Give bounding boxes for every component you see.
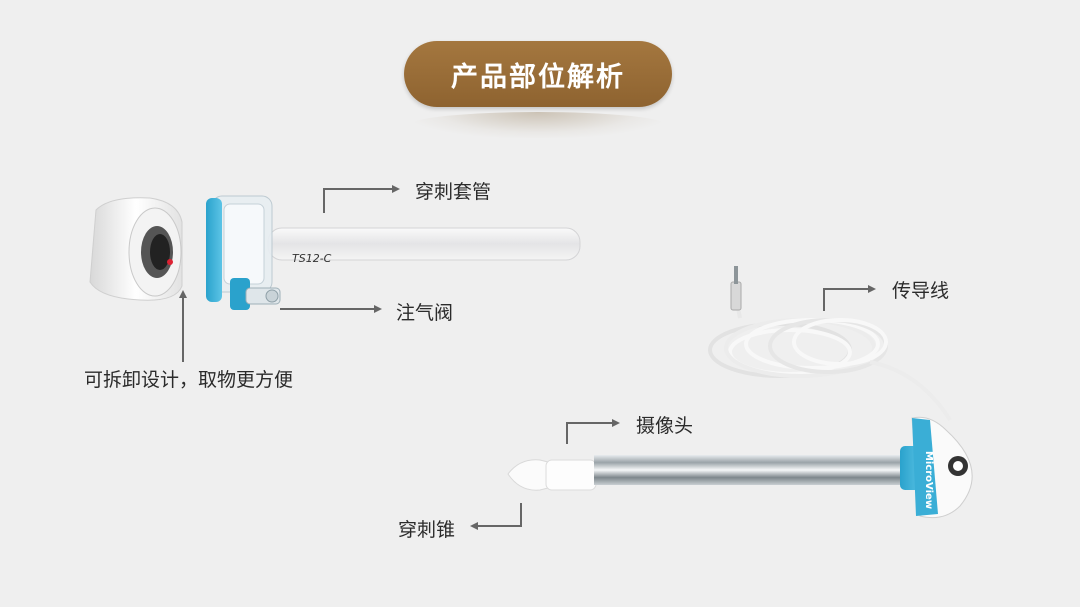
label-cable: 传导线 — [892, 280, 950, 302]
title-reflection — [410, 112, 666, 138]
label-insufflation-valve: 注气阀 — [396, 302, 454, 324]
leader-cable — [823, 285, 876, 311]
trocar-assembly: MicroView — [507, 416, 973, 519]
leader-cannula — [323, 185, 400, 213]
label-camera: 摄像头 — [636, 415, 694, 437]
label-cannula: 穿刺套管 — [415, 181, 492, 203]
cable-coil — [708, 285, 952, 422]
cannula-model-marking: TS12-C — [292, 252, 332, 265]
label-trocar: 穿刺锥 — [398, 519, 456, 541]
label-detachable: 可拆卸设计，取物更方便 — [84, 369, 294, 391]
cannula-assembly: TS12-C — [206, 195, 581, 310]
detachable-cap — [89, 197, 183, 301]
brand-marking: MicroView — [923, 451, 934, 509]
leader-camera — [566, 419, 620, 444]
leader-trocar — [470, 503, 522, 530]
audio-jack — [730, 266, 742, 311]
section-title: 产品部位解析 — [404, 41, 672, 107]
